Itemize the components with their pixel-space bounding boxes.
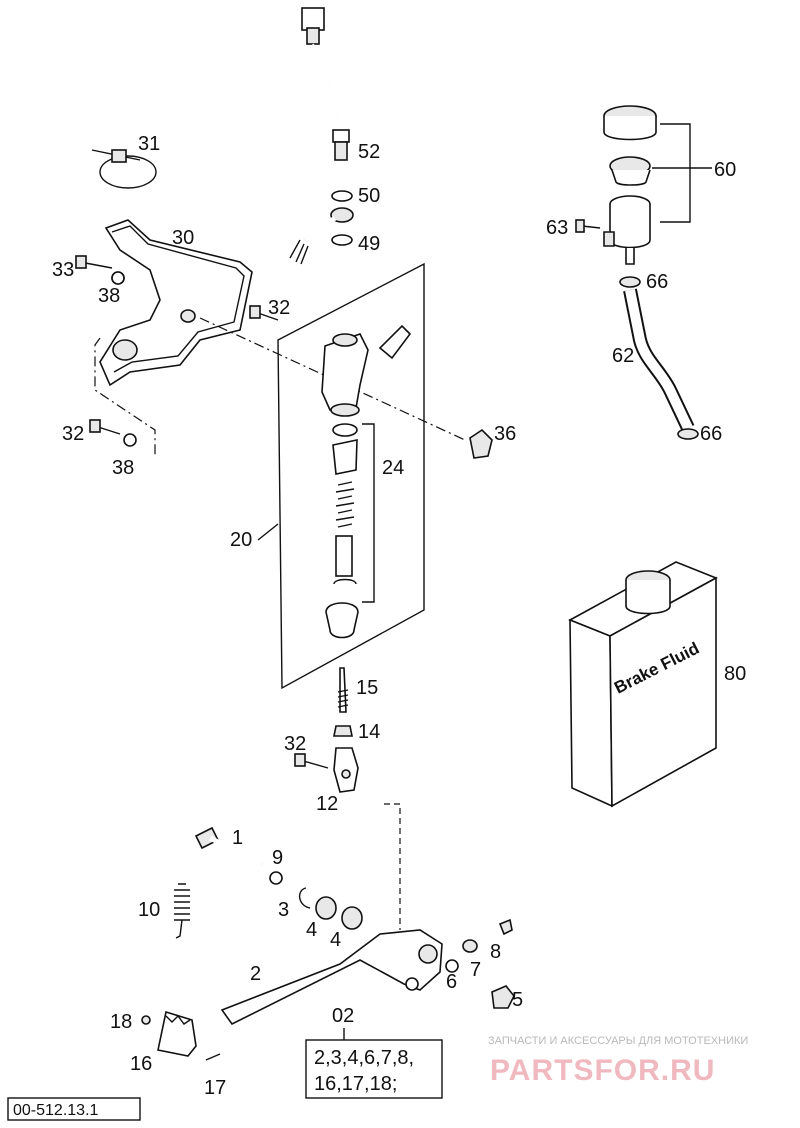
callout-20: 20 bbox=[230, 529, 252, 551]
circlip-3 bbox=[299, 887, 311, 909]
callout-18: 18 bbox=[110, 1011, 132, 1033]
callout-80: 80 bbox=[724, 663, 746, 685]
callout-32-left: 32 bbox=[62, 423, 84, 445]
callout-24: 24 bbox=[382, 457, 404, 479]
callout-14: 14 bbox=[358, 721, 380, 743]
nut-14 bbox=[333, 725, 353, 737]
callout-60: 60 bbox=[714, 159, 736, 181]
brake-lever-2 bbox=[220, 929, 443, 1026]
kit-box-02 bbox=[305, 1039, 443, 1099]
clevis-12 bbox=[333, 747, 359, 793]
callout-4b: 4 bbox=[330, 929, 341, 951]
callout-32-lower: 32 bbox=[284, 733, 306, 755]
callout-32-mid: 32 bbox=[268, 297, 290, 319]
callout-62: 62 bbox=[612, 345, 634, 367]
watermark-logo: PARTSFOR.RU bbox=[490, 1054, 715, 1087]
washer-6 bbox=[445, 959, 459, 973]
reservoir-cap bbox=[603, 105, 657, 186]
reference-code: 00-512.13.1 bbox=[13, 1102, 99, 1119]
kit-box-line-1: 2,3,4,6,7,8, bbox=[314, 1047, 414, 1069]
callout-1: 1 bbox=[232, 827, 243, 849]
callout-8: 8 bbox=[490, 941, 501, 963]
nut-7 bbox=[462, 939, 478, 953]
callout-36: 36 bbox=[494, 423, 516, 445]
callout-2: 2 bbox=[250, 963, 261, 985]
callout-4a: 4 bbox=[306, 919, 317, 941]
callout-50: 50 bbox=[358, 185, 380, 207]
spring-10 bbox=[174, 883, 190, 939]
pedal-tip-16 bbox=[157, 1010, 197, 1057]
reference-code-frame bbox=[7, 1097, 141, 1121]
bolt-8 bbox=[477, 918, 513, 944]
bolt-1 bbox=[194, 826, 264, 867]
callout-02: 02 bbox=[332, 1005, 354, 1027]
callout-33: 33 bbox=[52, 259, 74, 281]
callout-66-lower: 66 bbox=[700, 423, 722, 445]
nut-38-lower bbox=[123, 433, 137, 447]
washer-9 bbox=[269, 871, 283, 885]
callout-30: 30 bbox=[172, 227, 194, 249]
guide-line-lower bbox=[384, 803, 401, 930]
cable-tie-31 bbox=[91, 149, 157, 189]
washer-50 bbox=[331, 190, 353, 202]
callout-49: 49 bbox=[358, 233, 380, 255]
callout-52: 52 bbox=[358, 141, 380, 163]
push-rod-15 bbox=[337, 667, 349, 713]
master-cylinder-body bbox=[321, 324, 412, 417]
reservoir-body bbox=[603, 195, 651, 265]
callout-63: 63 bbox=[546, 217, 568, 239]
bracket-24 bbox=[362, 423, 375, 603]
bearing-4a bbox=[315, 896, 337, 920]
piston-kit-24 bbox=[325, 423, 359, 639]
screw-17 bbox=[205, 1053, 221, 1061]
callout-9: 9 bbox=[272, 847, 283, 869]
bolt-32-lower bbox=[294, 753, 329, 769]
callout-7: 7 bbox=[470, 959, 481, 981]
guide-line bbox=[94, 337, 156, 458]
brake-light-switch bbox=[301, 7, 350, 161]
bolt-32-mid bbox=[249, 305, 279, 321]
banjo-bolt-49 bbox=[289, 207, 354, 265]
nut-36 bbox=[469, 428, 493, 459]
callout-38-upper: 38 bbox=[98, 285, 120, 307]
callout-6: 6 bbox=[446, 971, 457, 993]
callout-38-lower: 38 bbox=[112, 457, 134, 479]
nut-5 bbox=[491, 985, 515, 1009]
kit-outline-20 bbox=[277, 262, 425, 690]
callout-5: 5 bbox=[512, 989, 523, 1011]
callout-15: 15 bbox=[356, 677, 378, 699]
callout-3: 3 bbox=[278, 899, 289, 921]
nut-38-upper bbox=[111, 271, 125, 285]
kit-box-line-2: 16,17,18; bbox=[314, 1073, 397, 1095]
bolt-33 bbox=[75, 255, 113, 269]
brake-fluid-can: Brake Fluid bbox=[568, 561, 718, 808]
callout-16: 16 bbox=[130, 1053, 152, 1075]
watermark-tagline: ЗАПЧАСТИ И АКСЕССУАРЫ ДЛЯ МОТОТЕХНИКИ bbox=[488, 1035, 748, 1047]
clamp-66-upper bbox=[619, 276, 641, 288]
bearing-4b bbox=[341, 906, 363, 930]
screw-63 bbox=[575, 219, 601, 233]
callout-12: 12 bbox=[316, 793, 338, 815]
hose-62 bbox=[623, 288, 695, 431]
leader-20 bbox=[257, 523, 279, 541]
callout-17: 17 bbox=[204, 1077, 226, 1099]
callout-66-upper: 66 bbox=[646, 271, 668, 293]
bracket-60 bbox=[660, 123, 691, 223]
callout-10: 10 bbox=[138, 899, 160, 921]
pin-18 bbox=[141, 1015, 151, 1025]
callout-31: 31 bbox=[138, 133, 160, 155]
bolt-32-left bbox=[89, 419, 121, 435]
clamp-66-lower bbox=[677, 428, 699, 440]
